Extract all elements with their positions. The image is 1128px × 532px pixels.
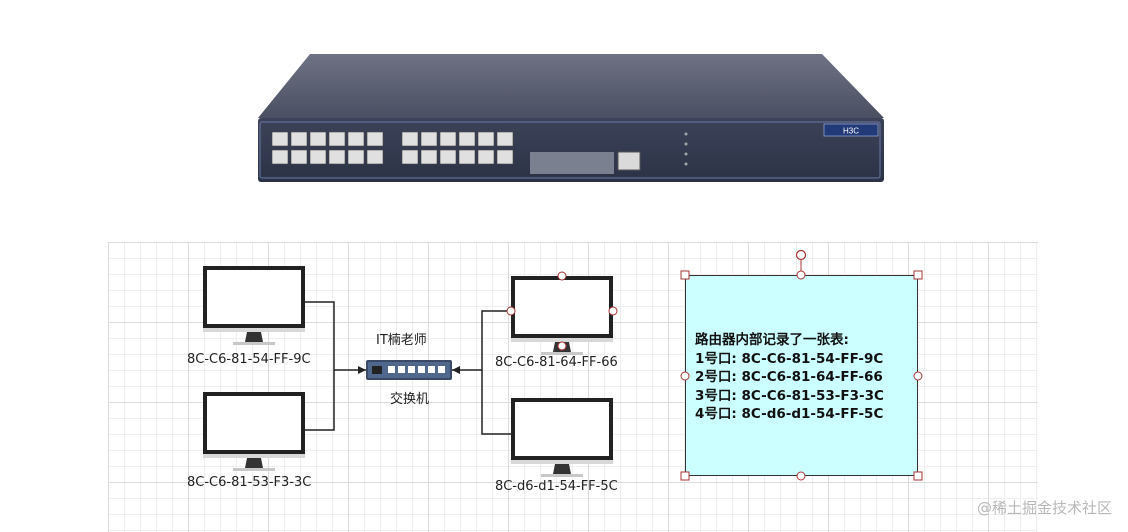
selection-handles-computer-3[interactable] bbox=[506, 271, 618, 351]
port bbox=[271, 131, 289, 147]
mac-table-text: 路由器内部记录了一张表: 1号口: 8C-C6-81-54-FF-9C 2号口:… bbox=[695, 331, 884, 424]
selection-handles-table[interactable] bbox=[795, 249, 807, 276]
port bbox=[401, 149, 419, 165]
computer-2-mac-label: 8C-C6-81-53-F3-3C bbox=[187, 475, 312, 490]
switch-icon[interactable] bbox=[366, 360, 452, 380]
port bbox=[290, 149, 308, 165]
computer-1[interactable] bbox=[203, 266, 305, 345]
switch-label: 交换机 bbox=[390, 392, 430, 407]
port bbox=[328, 131, 346, 147]
port bbox=[420, 149, 438, 165]
link-switch-pc3 bbox=[452, 310, 511, 371]
port bbox=[347, 149, 365, 165]
port bbox=[366, 131, 384, 147]
computer-4-mac-label: 8C-d6-d1-54-FF-5C bbox=[495, 479, 618, 494]
mac-table-row-1: 1号口: 8C-C6-81-54-FF-9C bbox=[695, 350, 884, 367]
port bbox=[496, 149, 514, 165]
mac-table-row-4: 4号口: 8C-d6-d1-54-FF-5C bbox=[695, 406, 884, 422]
link-switch-pc4 bbox=[481, 370, 511, 435]
watermark: @稀土掘金技术社区 bbox=[976, 499, 1112, 517]
port bbox=[271, 149, 289, 165]
port bbox=[401, 131, 419, 147]
port bbox=[439, 131, 457, 147]
port bbox=[347, 131, 365, 147]
switch-photo: H3C bbox=[258, 54, 884, 182]
port bbox=[420, 131, 438, 147]
mac-table-row-2: 2号口: 8C-C6-81-64-FF-66 bbox=[695, 369, 883, 385]
port bbox=[439, 149, 457, 165]
port bbox=[309, 131, 327, 147]
port bbox=[477, 149, 495, 165]
port bbox=[290, 131, 308, 147]
mac-table-row-3: 3号口: 8C-C6-81-53-F3-3C bbox=[695, 387, 884, 404]
mac-table-title: 路由器内部记录了一张表: bbox=[695, 332, 849, 348]
link-pc2-switch bbox=[305, 370, 335, 431]
computer-1-mac-label: 8C-C6-81-54-FF-9C bbox=[187, 352, 311, 367]
link-pc1-switch bbox=[305, 301, 366, 371]
port bbox=[366, 149, 384, 165]
port bbox=[496, 131, 514, 147]
port bbox=[477, 131, 495, 147]
switch-top-label: IT楠老师 bbox=[376, 333, 427, 348]
computer-2[interactable] bbox=[203, 392, 305, 471]
port bbox=[309, 149, 327, 165]
brand-logo: H3C bbox=[843, 127, 859, 136]
port bbox=[458, 131, 476, 147]
port bbox=[328, 149, 346, 165]
computer-4[interactable] bbox=[511, 398, 613, 477]
port bbox=[458, 149, 476, 165]
computer-3-mac-label: 8C-C6-81-64-FF-66 bbox=[495, 355, 618, 370]
